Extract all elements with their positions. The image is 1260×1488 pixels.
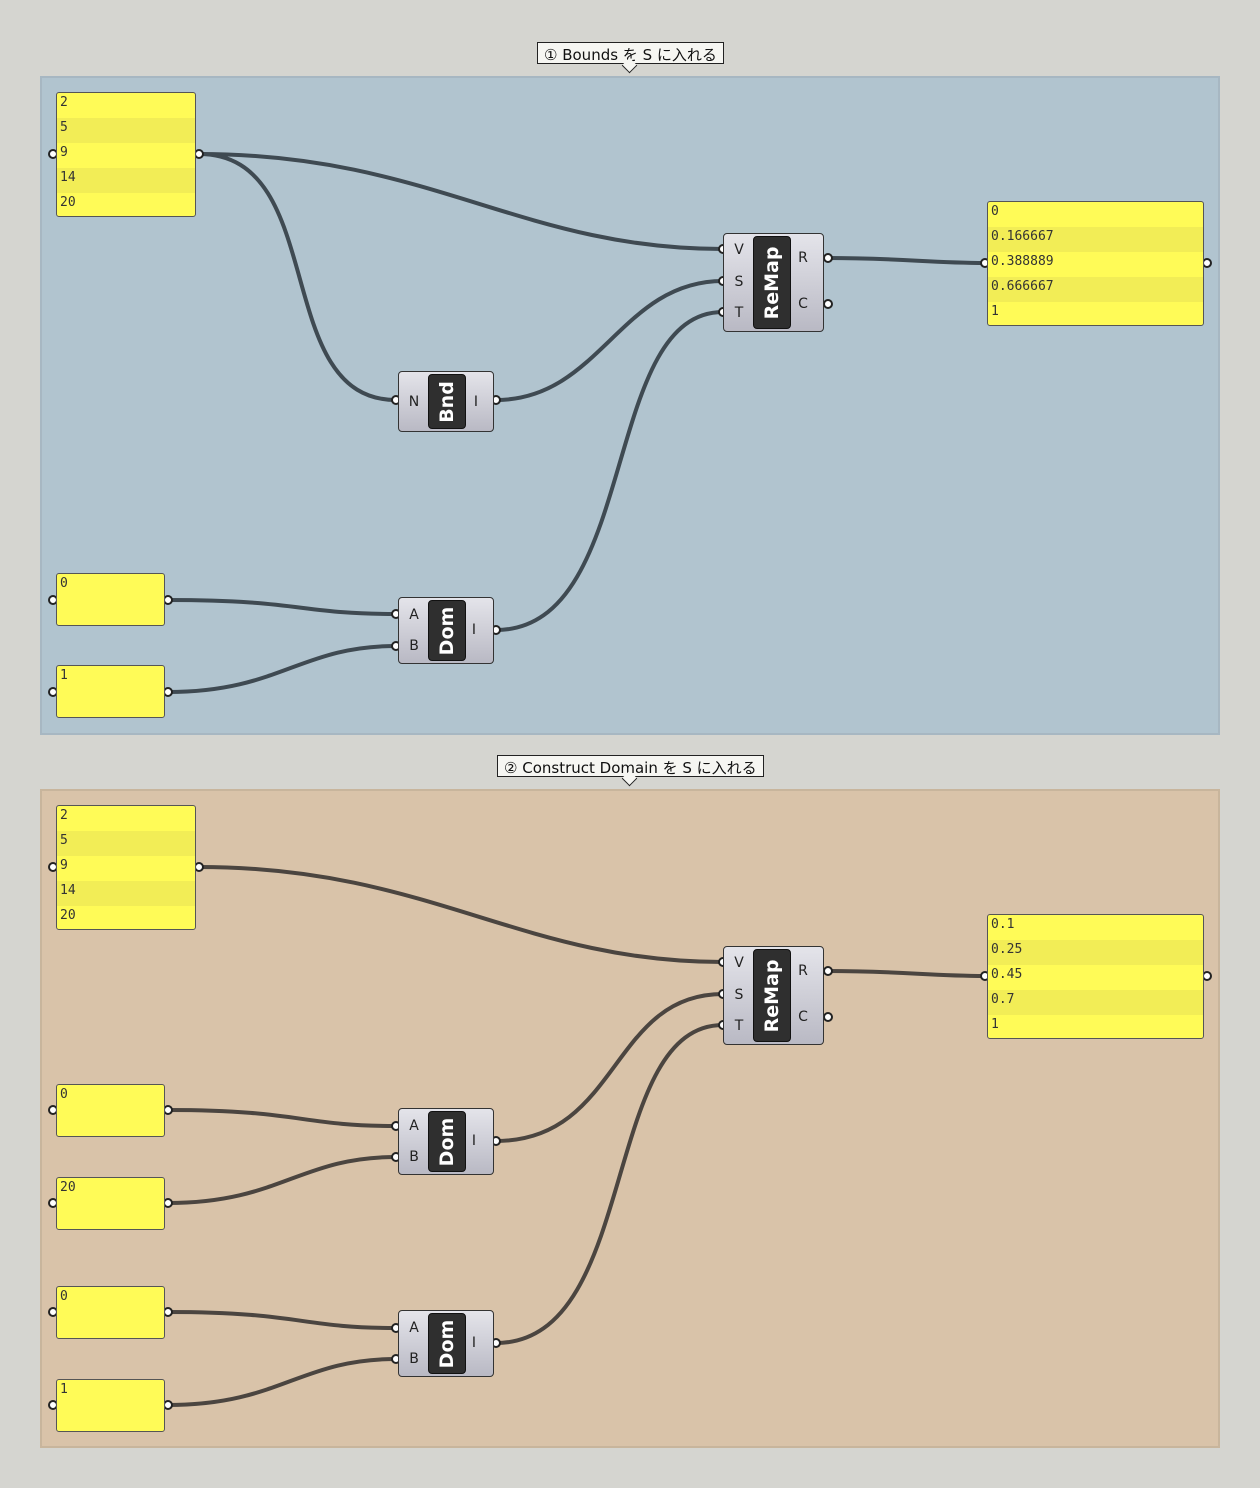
list-item: 0.388889 <box>991 254 1054 269</box>
group1-label[interactable]: ① Bounds を S に入れる <box>537 42 724 64</box>
panel-value: 20 <box>60 1180 76 1195</box>
panel-value: 0 <box>60 1289 68 1304</box>
group2-label[interactable]: ② Construct Domain を S に入れる <box>497 755 764 777</box>
domain2-a-panel[interactable]: 0 <box>56 1286 165 1339</box>
dom1-title: Dom <box>436 1117 458 1166</box>
wire-bnd-to-remap-s <box>494 279 725 402</box>
remap2-input-s[interactable]: S <box>734 987 744 1003</box>
remap2-input-t[interactable]: T <box>734 1018 744 1034</box>
domain-b-panel[interactable]: 1 <box>56 665 165 718</box>
wire-dom-to-remap-t <box>494 310 725 632</box>
list-item: 0.166667 <box>988 227 1203 252</box>
group2-wires <box>166 865 987 1407</box>
dom-input-b[interactable]: B <box>409 638 419 654</box>
dom1-component[interactable]: A B Dom I <box>398 1108 494 1175</box>
list-item: 20 <box>60 195 76 210</box>
remap-component-2[interactable]: V S T ReMap R C <box>723 946 824 1045</box>
wire-remap-to-output-2 <box>826 969 987 978</box>
bnd-output-i[interactable]: I <box>473 394 479 410</box>
dom2-title: Dom <box>436 1319 458 1368</box>
wire-dom1-to-remap-s <box>494 992 725 1143</box>
list-item: 0.1 <box>991 917 1015 932</box>
wire-list-to-remap-v-2 <box>197 865 725 964</box>
group-bounds <box>40 76 1220 735</box>
output-list-panel[interactable]: 0 0.166667 0.388889 0.666667 1 <box>987 201 1204 326</box>
bnd-core: Bnd <box>428 374 466 429</box>
bnd-input-n[interactable]: N <box>408 394 420 410</box>
remap-core: ReMap <box>753 236 791 329</box>
panel-value: 1 <box>60 1382 68 1397</box>
dom2-input-a[interactable]: A <box>409 1320 419 1336</box>
remap2-output-c[interactable]: C <box>798 1009 808 1025</box>
list-item: 20 <box>60 908 76 923</box>
dom2-core: Dom <box>428 1313 466 1374</box>
remap2-title: ReMap <box>761 959 783 1032</box>
remap-component[interactable]: V S T ReMap R C <box>723 233 824 332</box>
list-item: 9 <box>60 145 68 160</box>
dom2-output-i[interactable]: I <box>471 1335 477 1351</box>
dom-core: Dom <box>428 600 466 661</box>
panel-value: 0 <box>60 1087 68 1102</box>
remap-input-v[interactable]: V <box>734 242 744 258</box>
list-item: 0.25 <box>988 940 1203 965</box>
output-list-panel-2[interactable]: 0.1 0.25 0.45 0.7 1 <box>987 914 1204 1039</box>
list-item: 14 <box>57 881 195 906</box>
list-item: 14 <box>57 168 195 193</box>
input-list-panel[interactable]: 2 5 9 14 20 <box>56 92 196 217</box>
remap-output-r[interactable]: R <box>798 250 808 266</box>
wire-list-to-bnd-n <box>197 152 398 402</box>
list-item: 1 <box>991 304 999 319</box>
list-item: 2 <box>60 95 68 110</box>
wire-b2-to-dom2 <box>166 1357 398 1407</box>
bnd-component[interactable]: N Bnd I <box>398 371 494 432</box>
list-item: 0.666667 <box>988 277 1203 302</box>
group1-wires <box>166 152 987 694</box>
dom1-input-a[interactable]: A <box>409 1118 419 1134</box>
remap-title: ReMap <box>761 246 783 319</box>
remap-output-c[interactable]: C <box>798 296 808 312</box>
bnd-title: Bnd <box>436 380 458 423</box>
list-item: 5 <box>57 118 195 143</box>
wire-remap-to-output <box>826 256 987 265</box>
dom-title: Dom <box>436 606 458 655</box>
dom2-input-b[interactable]: B <box>409 1351 419 1367</box>
remap-input-t[interactable]: T <box>734 305 744 321</box>
wire-list-to-remap-v <box>197 152 725 251</box>
dom-input-a[interactable]: A <box>409 607 419 623</box>
list-item: 5 <box>57 831 195 856</box>
domain1-a-panel[interactable]: 0 <box>56 1084 165 1137</box>
remap2-input-v[interactable]: V <box>734 955 744 971</box>
group-construct-domain <box>40 789 1220 1448</box>
list-item: 9 <box>60 858 68 873</box>
wire-b1-to-dom1 <box>166 1155 398 1205</box>
list-item: 0.45 <box>991 967 1023 982</box>
list-item: 0.7 <box>988 990 1203 1015</box>
dom1-input-b[interactable]: B <box>409 1149 419 1165</box>
panel-value: 0 <box>60 576 68 591</box>
list-item: 1 <box>991 1017 999 1032</box>
list-item: 0 <box>991 204 999 219</box>
domain-a-panel[interactable]: 0 <box>56 573 165 626</box>
wire-b-to-dom <box>166 644 398 694</box>
dom2-component[interactable]: A B Dom I <box>398 1310 494 1377</box>
domain1-b-panel[interactable]: 20 <box>56 1177 165 1230</box>
dom1-core: Dom <box>428 1111 466 1172</box>
dom1-output-i[interactable]: I <box>471 1133 477 1149</box>
list-item: 2 <box>60 808 68 823</box>
wire-a2-to-dom2 <box>166 1310 398 1330</box>
remap2-output-r[interactable]: R <box>798 963 808 979</box>
domain2-b-panel[interactable]: 1 <box>56 1379 165 1432</box>
wire-a-to-dom <box>166 598 398 616</box>
wire-a1-to-dom1 <box>166 1108 398 1128</box>
panel-value: 1 <box>60 668 68 683</box>
remap-input-s[interactable]: S <box>734 274 744 290</box>
wire-dom2-to-remap-t <box>494 1023 725 1345</box>
dom-component[interactable]: A B Dom I <box>398 597 494 664</box>
dom-output-i[interactable]: I <box>471 622 477 638</box>
remap2-core: ReMap <box>753 949 791 1042</box>
input-list-panel-2[interactable]: 2 5 9 14 20 <box>56 805 196 930</box>
